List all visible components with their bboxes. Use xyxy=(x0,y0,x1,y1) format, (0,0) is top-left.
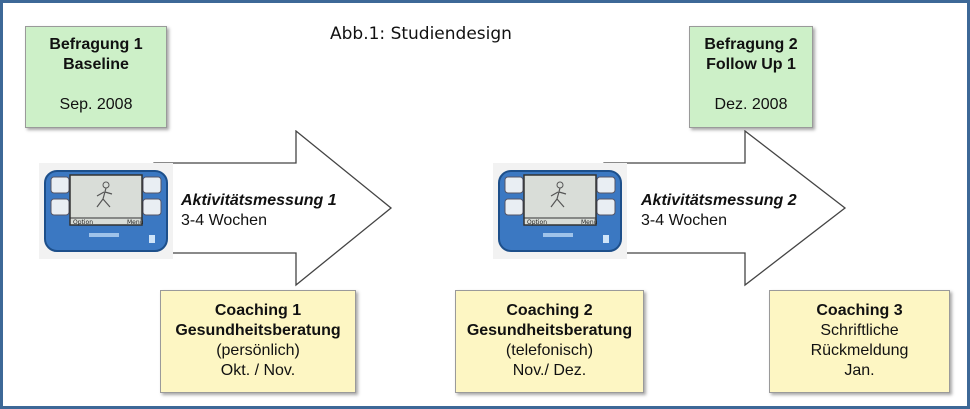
device-1-option-label: Option xyxy=(73,219,93,226)
coaching-2-title: Coaching 2 xyxy=(506,302,593,319)
coaching-1-title: Coaching 1 xyxy=(214,302,302,319)
coaching-3-line3: Rückmeldung xyxy=(810,342,909,359)
device-1-menu-label: Menü xyxy=(127,219,144,226)
coaching-1-type: Gesundheitsberatung xyxy=(175,322,341,339)
befragung-2-box: Befragung 2 Follow Up 1 Dez. 2008 xyxy=(689,26,813,128)
coaching-3-date: Jan. xyxy=(844,362,875,379)
aktivitaetsmessung-1: Aktivitätsmessung 1 3-4 Wochen xyxy=(181,191,337,231)
coaching-3-title: Coaching 3 xyxy=(816,302,903,319)
befragung-2-subtitle: Follow Up 1 xyxy=(706,56,796,73)
coaching-3-box: Coaching 3 Schriftliche Rückmeldung Jan. xyxy=(769,290,950,393)
aktivitaetsmessung-2-title: Aktivitätsmessung 2 xyxy=(641,192,797,209)
device-2-menu-label: Menü xyxy=(581,219,598,226)
befragung-1-date: Sep. 2008 xyxy=(59,96,133,113)
coaching-2-mode: (telefonisch) xyxy=(505,342,594,359)
aktivitaetsmessung-2: Aktivitätsmessung 2 3-4 Wochen xyxy=(641,191,797,231)
coaching-2-date: Nov./ Dez. xyxy=(512,362,587,379)
coaching-2-type: Gesundheitsberatung xyxy=(466,322,633,339)
aktivitaetsmessung-1-title: Aktivitätsmessung 1 xyxy=(181,192,337,209)
device-2-option-label: Option xyxy=(527,219,547,226)
figure-title: Abb.1: Studiendesign xyxy=(330,24,512,44)
aktivitaetsmessung-1-duration: 3-4 Wochen xyxy=(181,212,267,229)
befragung-1-box: Befragung 1 Baseline Sep. 2008 xyxy=(25,26,167,128)
befragung-1-title: Befragung 1 xyxy=(49,36,143,53)
befragung-2-title: Befragung 2 xyxy=(704,36,798,53)
coaching-2-box: Coaching 2 Gesundheitsberatung (telefoni… xyxy=(455,290,644,393)
coaching-1-mode: (persönlich) xyxy=(216,342,300,359)
befragung-2-date: Dez. 2008 xyxy=(714,96,788,113)
activity-monitor-device-2: Option Menü xyxy=(493,163,627,264)
arrow-shape-2 xyxy=(603,130,848,290)
arrow-shape-1 xyxy=(153,130,393,290)
activity-monitor-device-1: Option Menü xyxy=(39,163,173,264)
coaching-1-date: Okt. / Nov. xyxy=(220,362,296,379)
aktivitaetsmessung-2-duration: 3-4 Wochen xyxy=(641,212,727,229)
coaching-3-line2: Schriftliche xyxy=(820,322,899,339)
coaching-1-box: Coaching 1 Gesundheitsberatung (persönli… xyxy=(160,290,356,393)
befragung-1-subtitle: Baseline xyxy=(63,56,129,73)
